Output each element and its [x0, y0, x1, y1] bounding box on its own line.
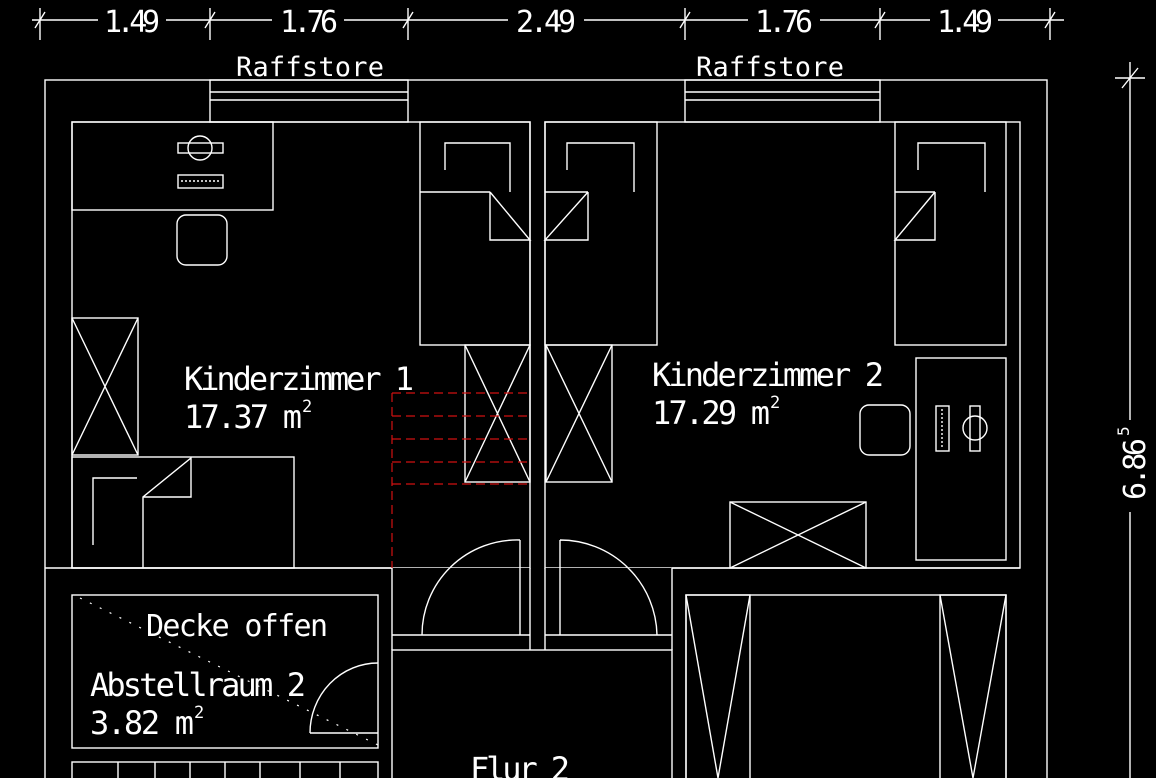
room-area-kz2-sup: 2 [770, 393, 780, 413]
desk-kz1 [71, 121, 274, 266]
room-area-abstellraum-sup: 2 [194, 703, 204, 723]
room-area-abstellraum: 3.82 m [90, 704, 194, 742]
room-abstellraum-2 [71, 594, 379, 749]
room-area-kz2: 17.29 m [652, 394, 770, 432]
bed-kz1-lower [71, 456, 295, 569]
dimension-line-right: 6.86 5 [1110, 62, 1153, 778]
wardrobe-kz1-center [464, 344, 531, 483]
raffstore-label-right: Raffstore [696, 52, 844, 83]
door-kz1[interactable] [421, 539, 521, 636]
dim-height-sup: 5 [1114, 426, 1133, 436]
room-name-kz1: Kinderzimmer 1 [184, 360, 414, 398]
room-area-kz1-sup: 2 [302, 397, 312, 417]
room-area-kz1: 17.37 m [184, 398, 302, 436]
room-flur-2 [391, 649, 673, 778]
dim-2: 1.76 [280, 5, 338, 40]
room-name-kz2: Kinderzimmer 2 [652, 356, 884, 394]
room-name-abstellraum: Abstellraum 2 [90, 666, 306, 704]
box-kz2 [729, 501, 867, 569]
room-name-flur: Flur 2 [470, 750, 570, 778]
wardrobe-kz2-center [545, 344, 613, 483]
dimension-line-top: 1.49 1.76 2.49 1.76 1.49 [32, 4, 1064, 40]
dim-4: 1.76 [755, 5, 813, 40]
dim-3: 2.49 [516, 5, 576, 40]
door-abstellraum[interactable] [309, 662, 379, 734]
stairs [391, 392, 530, 568]
bed-kz2-right [893, 121, 1007, 346]
wardrobes-lower-right [685, 594, 1007, 778]
window-left [209, 79, 409, 123]
wardrobe-kz1-left [71, 317, 139, 456]
door-kz2[interactable] [559, 539, 658, 636]
abstellraum-note: Decke offen [146, 609, 328, 644]
desk-kz2 [859, 357, 1007, 561]
bed-kz2-left [543, 121, 658, 346]
bed-kz1 [419, 121, 532, 346]
window-right [684, 79, 881, 123]
dim-1: 1.49 [104, 5, 160, 40]
dim-5: 1.49 [937, 5, 993, 40]
raffstore-label-left: Raffstore [236, 52, 384, 83]
dim-height: 6.86 [1118, 438, 1153, 500]
open-ceiling-diagonal [79, 597, 379, 746]
